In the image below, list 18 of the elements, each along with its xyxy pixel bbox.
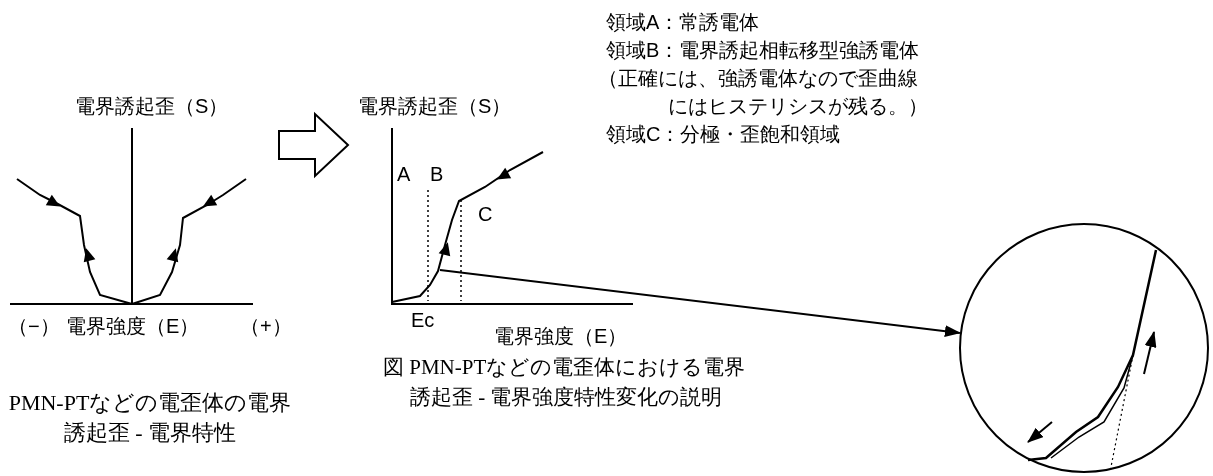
note-text: （正確には、強誘電体なので歪曲線にはヒステリシスが残る。） xyxy=(598,66,928,119)
axis-sign: （+） xyxy=(240,314,292,339)
region-letter: B xyxy=(430,162,444,187)
axis-label: 電界強度（E） xyxy=(66,314,200,339)
axis-label: 電界誘起歪（S） xyxy=(75,94,229,119)
axis-label: 電界誘起歪（S） xyxy=(358,94,512,119)
axis-label: 電界強度（E） xyxy=(494,324,628,349)
leader-line xyxy=(439,269,961,338)
magnified-view xyxy=(958,222,1210,474)
figure-caption: 図 PMN-PTなどの電歪体における電界誘起歪 - 電界強度特性変化の説明 xyxy=(383,354,747,411)
axis-sign: （−） xyxy=(8,314,60,339)
axis-tick-label: Ec xyxy=(411,308,435,333)
region-letter: A xyxy=(397,162,411,187)
figure-caption: PMN-PTなどの電歪体の電界誘起歪 - 電界特性 xyxy=(7,389,293,447)
region-description: 領域C：分極・歪飽和領域 xyxy=(606,122,841,147)
region-description: 領域A：常誘電体 xyxy=(606,10,760,35)
region-letter: C xyxy=(478,202,493,227)
region-description: 領域B：電界誘起相転移型強誘電体 xyxy=(606,38,920,63)
